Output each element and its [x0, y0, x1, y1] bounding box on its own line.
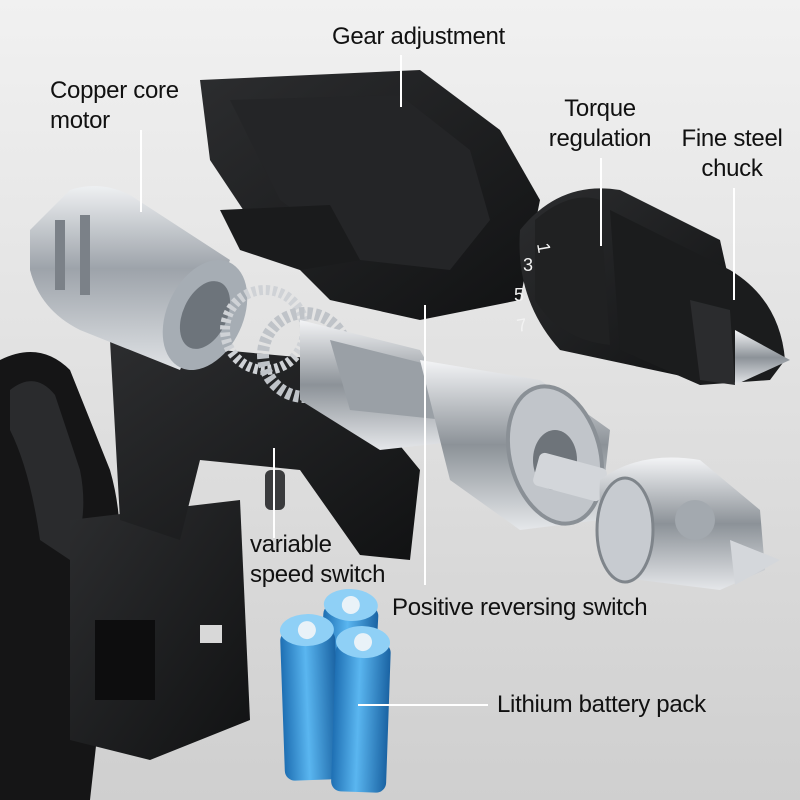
- label-gear-adjustment: Gear adjustment: [332, 23, 505, 50]
- torque-mark-1: 1: [533, 241, 554, 254]
- leader-line-gear-adjustment: [400, 55, 402, 107]
- gear-stack: [220, 285, 470, 450]
- leader-line-positive-reversing-switch: [424, 305, 426, 585]
- torque-mark-7: 7: [515, 315, 528, 336]
- leader-line-lithium-battery-pack: [358, 704, 488, 706]
- leader-line-copper-core-motor: [140, 130, 142, 212]
- label-fine-steel-chuck: Fine steel chuck: [681, 125, 783, 182]
- label-lithium-battery-pack: Lithium battery pack: [497, 691, 706, 718]
- label-copper-core-motor: Copper core motor: [50, 77, 179, 134]
- lithium-cells: [279, 588, 391, 793]
- torque-dial-marks: 1 3 5 7: [514, 241, 554, 336]
- metal-chuck: [595, 457, 780, 590]
- steel-chuck: [610, 210, 790, 385]
- leader-line-torque-regulation: [600, 158, 602, 246]
- label-positive-reversing-switch: Positive reversing switch: [392, 594, 648, 621]
- label-torque-regulation: Torque regulation: [548, 95, 652, 152]
- battery-grip: [70, 500, 250, 760]
- label-variable-speed-switch: variable speed switch: [250, 531, 386, 588]
- clutch-assembly: [420, 360, 610, 530]
- leader-line-fine-steel-chuck: [733, 188, 735, 300]
- torque-mark-5: 5: [514, 285, 524, 305]
- torque-mark-3: 3: [523, 255, 533, 275]
- gear-housing: [200, 70, 540, 320]
- leader-line-variable-speed-switch: [273, 448, 275, 538]
